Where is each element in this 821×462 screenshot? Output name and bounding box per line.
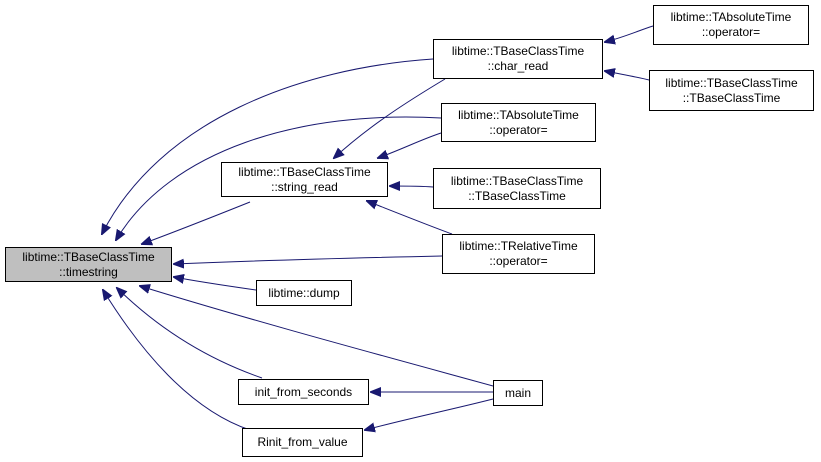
edge-rel-op-to-timestring [174,255,443,264]
edge-string-read-to-timestring [142,201,251,244]
node-absolute-operator-right[interactable]: libtime::TAbsoluteTime ::operator= [653,5,809,45]
node-ctor-right-line1: libtime::TBaseClassTime [665,75,798,90]
node-dump-line1: libtime::dump [268,285,340,300]
node-timestring-line1: libtime::TBaseClassTime [22,249,155,264]
edge-abs-op-mid-to-string-read [378,132,442,158]
edge-rinit-to-timestring [103,290,251,431]
node-ctor-mid[interactable]: libtime::TBaseClassTime ::TBaseClassTime [433,168,601,209]
node-relative-operator[interactable]: libtime::TRelativeTime ::operator= [442,234,595,274]
node-absolute-operator-mid-line2: ::operator= [489,122,548,137]
edge-abs-op-right-to-char-read [605,25,654,42]
edge-main-to-rinit-from-value [365,398,494,430]
node-init-from-seconds[interactable]: init_from_seconds [238,379,369,405]
node-char-read[interactable]: libtime::TBaseClassTime ::char_read [433,39,603,79]
node-ctor-right[interactable]: libtime::TBaseClassTime ::TBaseClassTime [649,70,814,111]
edge-rel-op-to-string-read [367,201,453,235]
node-dump[interactable]: libtime::dump [256,280,352,306]
node-timestring[interactable]: libtime::TBaseClassTime ::timestring [5,247,172,282]
node-main[interactable]: main [493,380,543,406]
node-main-line1: main [504,385,531,400]
node-init-from-seconds-line1: init_from_seconds [254,384,353,399]
edge-main-to-timestring [140,286,494,387]
edge-dump-to-timestring [174,277,257,291]
node-absolute-operator-right-line1: libtime::TAbsoluteTime [670,10,792,24]
node-absolute-operator-right-line2: ::operator= [701,25,761,39]
edge-ctor-right-to-char-read [605,71,650,81]
node-char-read-line1: libtime::TBaseClassTime [451,44,585,58]
node-rinit-from-value[interactable]: Rinit_from_value [242,428,363,457]
node-relative-operator-line2: ::operator= [489,254,548,268]
node-string-read[interactable]: libtime::TBaseClassTime ::string_read [221,162,388,197]
node-absolute-operator-mid-line1: libtime::TAbsoluteTime [458,107,579,122]
node-absolute-operator-mid[interactable]: libtime::TAbsoluteTime ::operator= [441,103,596,142]
node-string-read-line1: libtime::TBaseClassTime [238,164,371,179]
node-relative-operator-line1: libtime::TRelativeTime [459,239,578,253]
node-ctor-right-line2: ::TBaseClassTime [682,90,781,105]
edge-char-read-to-timestring [102,58,434,234]
node-string-read-line2: ::string_read [271,179,338,194]
edge-ctor-mid-to-string-read [390,186,434,187]
node-rinit-from-value-line1: Rinit_from_value [257,435,348,449]
node-ctor-mid-line2: ::TBaseClassTime [468,188,566,203]
node-char-read-line2: ::char_read [487,59,549,73]
edge-char-read-to-string-read [334,78,446,158]
node-timestring-line2: ::timestring [59,264,118,279]
edge-init-to-timestring [117,288,263,379]
node-ctor-mid-line1: libtime::TBaseClassTime [450,173,584,188]
